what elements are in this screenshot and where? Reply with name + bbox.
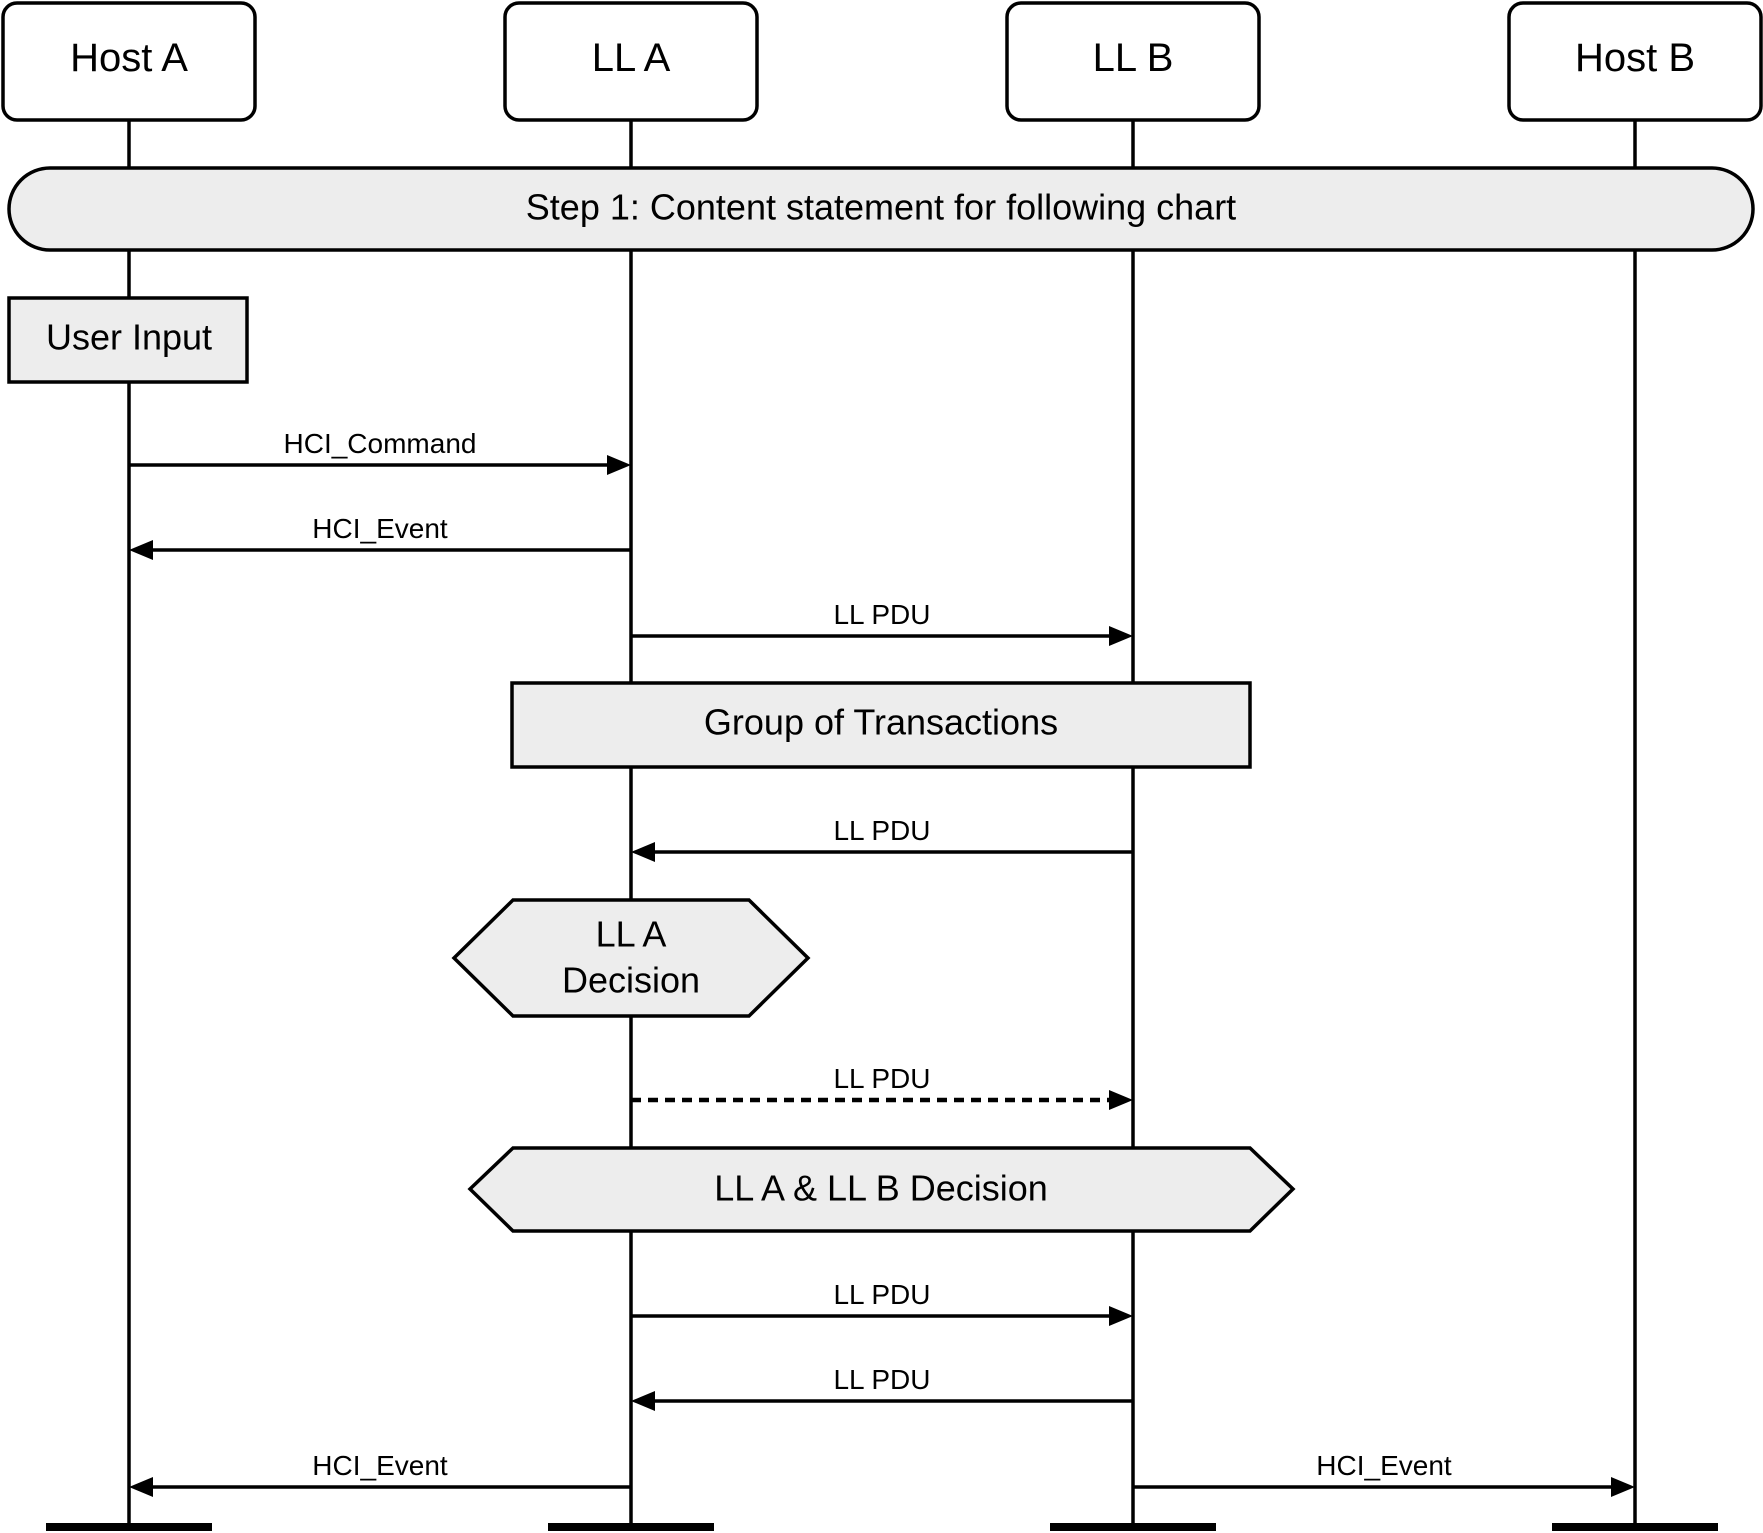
message-ll-pdu-5: LL PDU <box>631 1364 1133 1411</box>
arrow-head <box>631 1391 655 1411</box>
arrow-head <box>1109 1090 1133 1110</box>
message-label: LL PDU <box>833 1364 930 1395</box>
arrow-head <box>607 455 631 475</box>
arrow-head <box>631 842 655 862</box>
message-hci-event-3: HCI_Event <box>1133 1450 1635 1497</box>
message-hci-command: HCI_Command <box>129 428 631 475</box>
message-ll-pdu-1: LL PDU <box>631 599 1133 646</box>
message-ll-pdu-4: LL PDU <box>631 1279 1133 1326</box>
group-label: Group of Transactions <box>704 702 1058 743</box>
arrow-head <box>1611 1477 1635 1497</box>
entity-host-a: Host A <box>1 1 257 122</box>
entity-label: Host B <box>1575 36 1695 80</box>
step-banner-shape <box>7 166 1755 252</box>
message-hci-event-1: HCI_Event <box>129 513 631 560</box>
message-ll-pdu-3-dashed: LL PDU <box>631 1063 1133 1110</box>
entity-label: LL B <box>1093 36 1174 80</box>
message-label: HCI_Event <box>312 1450 448 1481</box>
messages: HCI_Command HCI_Event LL PDU LL PDU LL P… <box>129 428 1635 1497</box>
user-input-shape <box>7 296 249 384</box>
message-label: LL PDU <box>833 1279 930 1310</box>
step-banner: Step 1: Content statement for following … <box>7 166 1755 252</box>
arrow-head <box>129 540 153 560</box>
ll-a-decision-line2: Decision <box>562 960 700 1001</box>
message-label: LL PDU <box>833 1063 930 1094</box>
lifelines <box>127 120 1637 1527</box>
entity-label: Host A <box>70 36 188 80</box>
ll-a-ll-b-decision: LL A & LL B Decision <box>467 1146 1296 1233</box>
arrow-head <box>129 1477 153 1497</box>
entity-host-b: Host B <box>1507 1 1763 122</box>
group-shape <box>510 681 1252 769</box>
arrow-head <box>1109 626 1133 646</box>
entity-box <box>1 1 257 122</box>
entity-box <box>1507 1 1763 122</box>
entity-ll-b: LL B <box>1005 1 1261 122</box>
entity-label: LL A <box>592 36 671 80</box>
message-ll-pdu-2: LL PDU <box>631 815 1133 862</box>
step-banner-label: Step 1: Content statement for following … <box>526 187 1236 228</box>
ll-a-ll-b-decision-shape <box>467 1146 1296 1233</box>
ll-a-decision-shape <box>451 898 811 1018</box>
message-label: HCI_Command <box>284 428 477 459</box>
group-of-transactions: Group of Transactions <box>510 681 1252 769</box>
arrow-head <box>1109 1306 1133 1326</box>
message-label: LL PDU <box>833 815 930 846</box>
message-hci-event-2: HCI_Event <box>129 1450 631 1497</box>
ll-a-ll-b-decision-label: LL A & LL B Decision <box>714 1168 1048 1209</box>
user-input-label: User Input <box>46 317 212 358</box>
ll-a-decision: LL A Decision <box>451 898 811 1018</box>
message-label: LL PDU <box>833 599 930 630</box>
user-input-box: User Input <box>7 296 249 384</box>
entity-box <box>503 1 759 122</box>
ll-a-decision-line1: LL A <box>596 914 667 955</box>
entity-box <box>1005 1 1261 122</box>
message-label: HCI_Event <box>312 513 448 544</box>
message-label: HCI_Event <box>1316 1450 1452 1481</box>
entity-ll-a: LL A <box>503 1 759 122</box>
